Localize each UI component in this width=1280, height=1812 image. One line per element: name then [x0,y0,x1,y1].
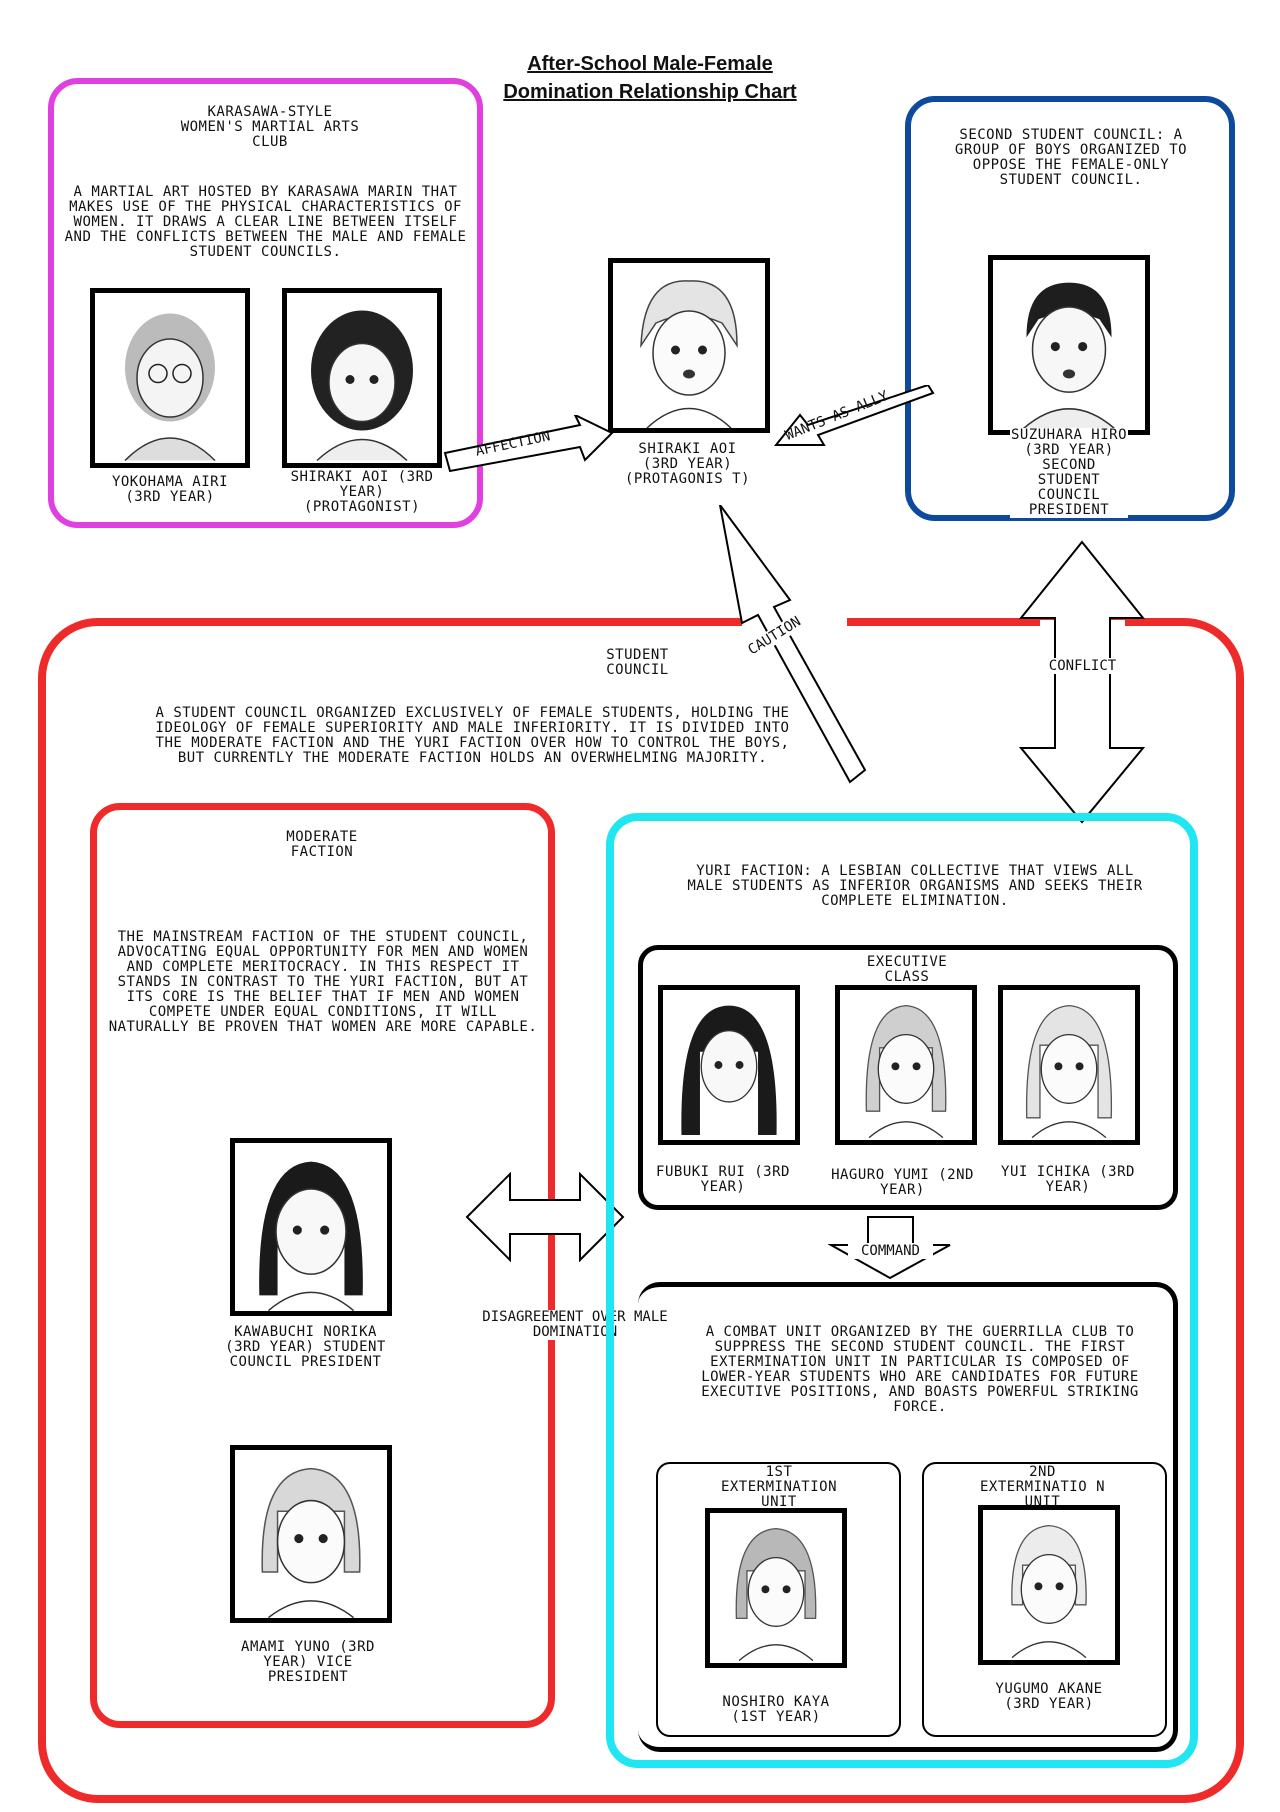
disagreement-label: Disagreement over male domination [480,1310,670,1340]
portrait-kawabuchi-norika [230,1138,392,1316]
caution-arrow [719,505,867,784]
portrait-fubuki-rui [658,985,800,1145]
portrait-amami-yuno [230,1445,392,1623]
student-council-box [38,618,1244,1803]
second-unit-box [922,1462,1167,1737]
karasawa-club-heading: Karasawa-Style Women's Martial Arts Club [180,104,360,150]
portrait-suzuhara-hiro [988,255,1150,435]
portrait-noshiro-kaya [705,1508,847,1668]
caption-shiraki-aoi-protagonist: Shiraki Aoi (3rd year) (protagonis t) [625,441,751,487]
moderate-faction-heading: Moderate Faction [286,829,358,860]
caption-fubuki-rui: Fubuki Rui (3rd year) [656,1164,790,1195]
caption-yokohama-airi: Yokohama Airi (3rd year) [111,474,229,505]
caption-haguro-yumi: Haguro Yumi (2nd year) [831,1167,974,1198]
portrait-haguro-yumi [835,985,977,1145]
caption-yui-ichika: Yui Ichika (3rd year) [1001,1164,1135,1195]
moderate-faction-description: The mainstream faction of the student co… [108,929,538,1035]
chart-title-line2: Domination Relationship Chart [503,81,797,103]
chart-title: After-School Male-Female Domination Rela… [490,50,810,106]
portrait-yokohama-airi [90,288,250,468]
affection-arrow [443,415,614,473]
yuri-faction-box [606,813,1198,1768]
portrait-shiraki-aoi-protagonist [608,258,770,433]
portrait-shiraki-aoi-club [282,288,442,468]
conflict-label: Conflict [1025,658,1140,674]
second-council-description: Second Student Council: A group of boys … [954,127,1188,188]
second-council-box [905,96,1235,521]
yuri-faction-description: Yuri Faction: A lesbian collective that … [687,863,1143,909]
first-unit-heading: 1st Extermination Unit [720,1464,838,1510]
second-unit-heading: 2nd Exterminatio n Unit [980,1464,1106,1510]
caption-amami-yuno: Amami Yuno (3rd year) Vice President [241,1639,375,1685]
conflict-arrow [1018,540,1146,824]
moderate-faction-box [90,803,555,1728]
combat-unit-description: A combat unit organized by the guerrilla… [701,1324,1139,1415]
first-unit-box [656,1462,901,1737]
karasawa-club-box [48,78,483,528]
disagreement-arrow [465,1172,625,1262]
wants-as-ally-arrow [773,385,935,446]
command-label: Command [848,1243,933,1259]
karasawa-club-description: A martial art hosted by Karasawa Marin t… [64,184,467,260]
chart-title-line1: After-School Male-Female [527,53,773,75]
caption-kawabuchi-norika: Kawabuchi Norika (3rd year) Student Coun… [225,1324,386,1370]
portrait-yugumo-akane [978,1505,1120,1665]
caption-noshiro-kaya: Noshiro Kaya (1st year) [722,1694,830,1725]
executive-class-box [638,945,1178,1210]
portrait-yui-ichika [998,985,1140,1145]
combat-unit-box [638,1282,1178,1752]
caption-suzuhara-hiro: Suzuhara Hiro (3rd year) Second Student … [1010,427,1128,518]
executive-class-heading: Executive Class [866,954,948,985]
student-council-heading: Student Council [606,647,669,678]
caption-shiraki-aoi-club: Shiraki Aoi (3rd year) (protagonist) [290,469,434,515]
caption-yugumo-akane: Yugumo Akane (3rd year) [990,1682,1108,1712]
student-council-description: A student council organized exclusively … [155,705,790,766]
